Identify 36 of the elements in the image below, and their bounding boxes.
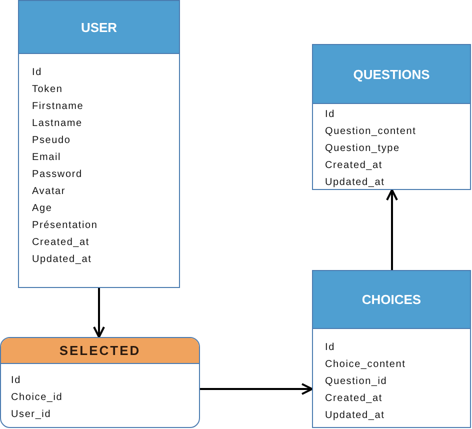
field-name: Password xyxy=(32,168,82,182)
field-name: Id xyxy=(32,66,42,80)
field-name: Updated_at xyxy=(32,253,92,267)
field-name: Firstname xyxy=(32,100,84,114)
field-name: Question_id xyxy=(325,375,388,389)
field-name: Id xyxy=(11,374,21,388)
arrow xyxy=(200,383,313,395)
table-card xyxy=(0,337,200,428)
field-name: Id xyxy=(325,108,335,122)
field-name: Question_type xyxy=(325,142,400,156)
table-card xyxy=(18,0,180,288)
field-name: Created_at xyxy=(32,236,90,250)
field-name: Pseudo xyxy=(32,134,71,148)
field-name: Choice_id xyxy=(11,391,63,405)
table-header: SELECTED xyxy=(1,338,199,364)
field-name: Updated_at xyxy=(325,409,385,423)
field-name: Question_content xyxy=(325,125,416,139)
table-header: CHOICES xyxy=(313,271,470,329)
field-name: Updated_at xyxy=(325,176,385,189)
field-name: Avatar xyxy=(32,185,66,199)
arrow xyxy=(93,288,105,338)
field-name: Lastname xyxy=(32,117,82,131)
table-card xyxy=(312,44,471,190)
field-name: Id xyxy=(325,341,335,355)
field-name: Age xyxy=(32,202,52,216)
arrow xyxy=(386,189,398,270)
table-card xyxy=(312,270,471,428)
table-header: QUESTIONS xyxy=(313,45,470,104)
field-name: User_id xyxy=(11,408,52,422)
field-name: Token xyxy=(32,83,63,97)
field-name: Choice_content xyxy=(325,358,406,372)
field-name: Created_at xyxy=(325,159,382,173)
field-name: Email xyxy=(32,151,62,165)
table-header: USER xyxy=(19,1,179,54)
field-name: Présentation xyxy=(32,219,98,233)
field-name: Created_at xyxy=(325,392,382,406)
